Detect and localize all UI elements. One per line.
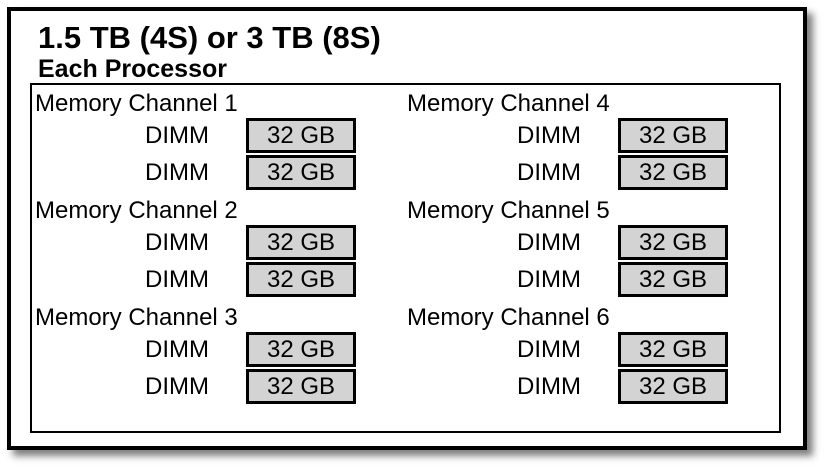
dimm-row: DIMM 32 GB — [35, 118, 407, 153]
dimm-capacity-box: 32 GB — [618, 332, 728, 367]
channel-label: Memory Channel 2 — [35, 197, 238, 224]
dimm-label: DIMM — [145, 335, 209, 363]
dimm-row: DIMM 32 GB — [35, 332, 407, 367]
dimm-capacity-box: 32 GB — [618, 369, 728, 404]
dimm-label: DIMM — [145, 158, 209, 186]
dimm-label: DIMM — [145, 121, 209, 149]
dimm-capacity-box: 32 GB — [246, 262, 356, 297]
dimm-label: DIMM — [145, 372, 209, 400]
dimm-row: DIMM 32 GB — [35, 369, 407, 404]
dimm-row: DIMM 32 GB — [35, 155, 407, 190]
memory-channel-1: Memory Channel 1 DIMM 32 GB DIMM 32 GB — [35, 91, 407, 190]
dimm-capacity-box: 32 GB — [618, 262, 728, 297]
dimm-capacity-box: 32 GB — [618, 225, 728, 260]
dimm-row: DIMM 32 GB — [407, 369, 779, 404]
dimm-label: DIMM — [517, 228, 581, 256]
dimm-capacity-box: 32 GB — [246, 369, 356, 404]
channel-label: Memory Channel 4 — [407, 90, 610, 117]
dimm-label: DIMM — [517, 158, 581, 186]
channel-label: Memory Channel 1 — [35, 90, 238, 117]
dimm-row: DIMM 32 GB — [407, 262, 779, 297]
dimm-label: DIMM — [517, 335, 581, 363]
memory-channel-4: Memory Channel 4 DIMM 32 GB DIMM 32 GB — [407, 91, 779, 190]
channel-label: Memory Channel 6 — [407, 304, 610, 331]
dimm-label: DIMM — [517, 265, 581, 293]
figure-subtitle: Each Processor — [38, 55, 227, 83]
memory-channels-panel: Memory Channel 1 DIMM 32 GB DIMM 32 GB M… — [30, 83, 781, 433]
memory-channel-3: Memory Channel 3 DIMM 32 GB DIMM 32 GB — [35, 305, 407, 404]
channel-label: Memory Channel 5 — [407, 197, 610, 224]
dimm-label: DIMM — [517, 372, 581, 400]
channel-label: Memory Channel 3 — [35, 304, 238, 331]
memory-channel-5: Memory Channel 5 DIMM 32 GB DIMM 32 GB — [407, 198, 779, 297]
dimm-capacity-box: 32 GB — [246, 225, 356, 260]
dimm-row: DIMM 32 GB — [35, 225, 407, 260]
dimm-capacity-box: 32 GB — [246, 332, 356, 367]
dimm-capacity-box: 32 GB — [246, 118, 356, 153]
dimm-label: DIMM — [145, 265, 209, 293]
dimm-label: DIMM — [145, 228, 209, 256]
memory-channel-2: Memory Channel 2 DIMM 32 GB DIMM 32 GB — [35, 198, 407, 297]
dimm-label: DIMM — [517, 121, 581, 149]
memory-channel-6: Memory Channel 6 DIMM 32 GB DIMM 32 GB — [407, 305, 779, 404]
dimm-row: DIMM 32 GB — [407, 118, 779, 153]
dimm-capacity-box: 32 GB — [618, 118, 728, 153]
dimm-row: DIMM 32 GB — [407, 155, 779, 190]
figure-title: 1.5 TB (4S) or 3 TB (8S) — [38, 20, 381, 55]
dimm-row: DIMM 32 GB — [35, 262, 407, 297]
figure-frame: 1.5 TB (4S) or 3 TB (8S) Each Processor … — [7, 7, 807, 450]
dimm-capacity-box: 32 GB — [246, 155, 356, 190]
dimm-capacity-box: 32 GB — [618, 155, 728, 190]
dimm-row: DIMM 32 GB — [407, 332, 779, 367]
dimm-row: DIMM 32 GB — [407, 225, 779, 260]
